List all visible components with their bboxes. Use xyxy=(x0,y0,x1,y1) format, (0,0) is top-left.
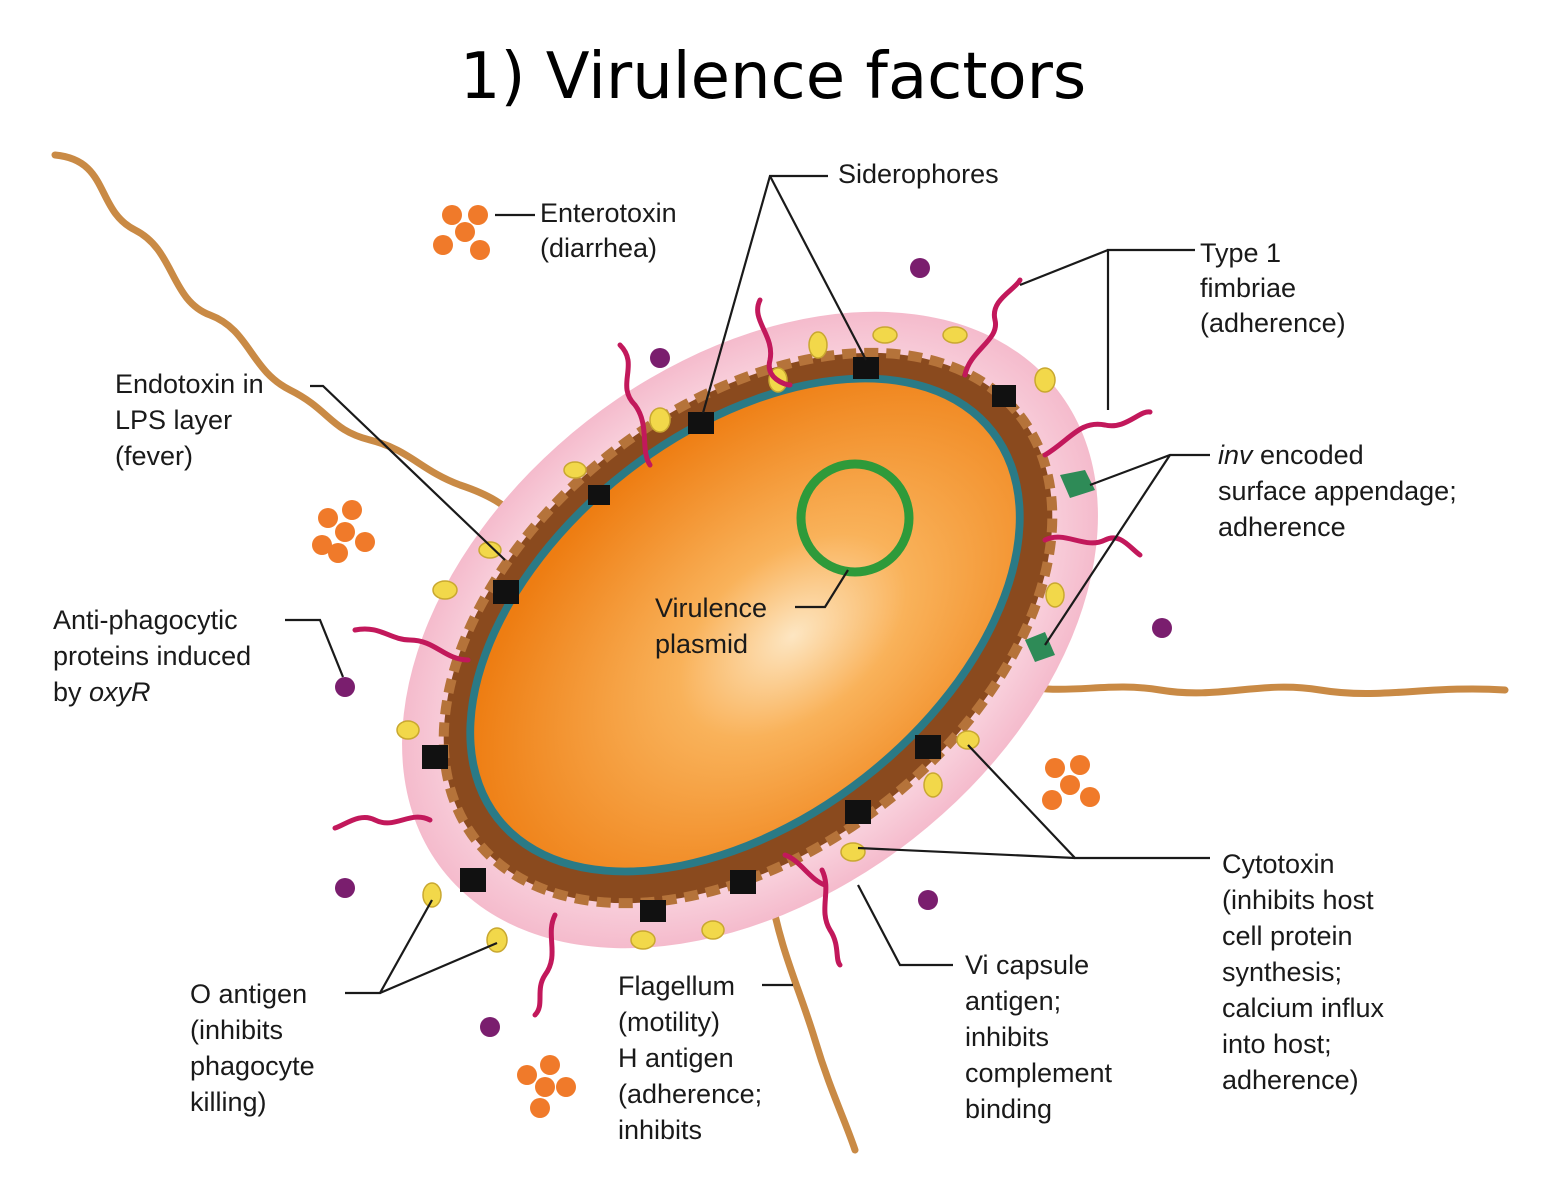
label-siderophores: Siderophores xyxy=(838,159,999,189)
protein-dot xyxy=(335,878,355,898)
siderophore xyxy=(422,745,448,769)
flagellum-bottom xyxy=(766,886,859,1154)
siderophores xyxy=(422,357,1016,922)
siderophore xyxy=(640,900,666,922)
label-type1-fimbriae: Type 1 fimbriae (adherence) xyxy=(1200,238,1346,338)
inv-appendages xyxy=(1025,470,1095,662)
flagella xyxy=(51,151,1509,1154)
protein-dot xyxy=(910,258,930,278)
anti-phagocytic-proteins xyxy=(335,258,1172,1037)
protein-dot xyxy=(480,1017,500,1037)
protein-dot xyxy=(335,677,355,697)
leader-lines xyxy=(285,174,1210,995)
page-title: 1) Virulence factors xyxy=(459,40,1087,114)
o-antigen xyxy=(396,720,420,740)
label-anti-phagocytic: Anti-phagocytic proteins induced by oxyR xyxy=(53,605,259,707)
o-antigen xyxy=(956,730,980,750)
o-antigen xyxy=(486,927,508,953)
siderophore xyxy=(992,385,1016,407)
enterotoxin-cluster xyxy=(312,500,375,563)
o-antigen xyxy=(923,772,943,798)
enterotoxin-cluster xyxy=(433,205,490,260)
flagellum-right xyxy=(996,676,1509,697)
o-antigen xyxy=(701,920,725,940)
label-vi-capsule: Vi capsule antigen; inhibits complement … xyxy=(965,950,1120,1124)
siderophore xyxy=(915,735,941,759)
siderophore xyxy=(730,870,756,894)
protein-dot xyxy=(650,348,670,368)
enterotoxin-cluster xyxy=(1042,755,1100,810)
enterotoxin-clusters xyxy=(312,205,1100,1118)
siderophore xyxy=(460,868,486,892)
labels: Siderophores Enterotoxin (diarrhea) Type… xyxy=(53,159,1464,1145)
o-antigen xyxy=(422,882,442,908)
label-cytotoxin: Cytotoxin (inhibits host cell protein sy… xyxy=(1222,849,1392,1095)
siderophore xyxy=(588,485,610,505)
siderophore xyxy=(845,800,871,824)
o-antigen xyxy=(1045,582,1065,608)
virulence-plasmid-ring xyxy=(796,459,914,577)
label-flagellum: Flagellum (motility) H antigen (adherenc… xyxy=(618,971,770,1145)
siderophore xyxy=(493,580,519,604)
o-antigen xyxy=(432,580,458,600)
protein-dot xyxy=(918,890,938,910)
o-antigen xyxy=(840,842,866,862)
o-antigen xyxy=(563,461,587,479)
o-antigen xyxy=(808,331,828,359)
o-antigen xyxy=(630,930,656,950)
label-inv: inv encoded surface appendage; adherence xyxy=(1218,440,1464,542)
fimbriae xyxy=(332,277,1153,1018)
label-enterotoxin: Enterotoxin (diarrhea) xyxy=(540,198,684,263)
label-endotoxin: Endotoxin in LPS layer (fever) xyxy=(115,369,271,471)
o-antigen xyxy=(649,407,671,433)
enterotoxin-cluster xyxy=(517,1055,576,1118)
label-o-antigen: O antigen (inhibits phagocyte killing) xyxy=(190,979,322,1117)
flagellum-upper-left xyxy=(51,151,524,524)
o-antigen xyxy=(1034,367,1056,393)
label-virulence-plasmid: Virulence plasmid xyxy=(655,593,775,659)
o-antigen xyxy=(942,326,968,344)
o-antigen xyxy=(478,541,502,559)
siderophore xyxy=(688,412,714,434)
inv-appendage xyxy=(1060,470,1095,498)
protein-dot xyxy=(1152,618,1172,638)
o-antigen xyxy=(872,326,898,344)
siderophore xyxy=(853,357,879,379)
